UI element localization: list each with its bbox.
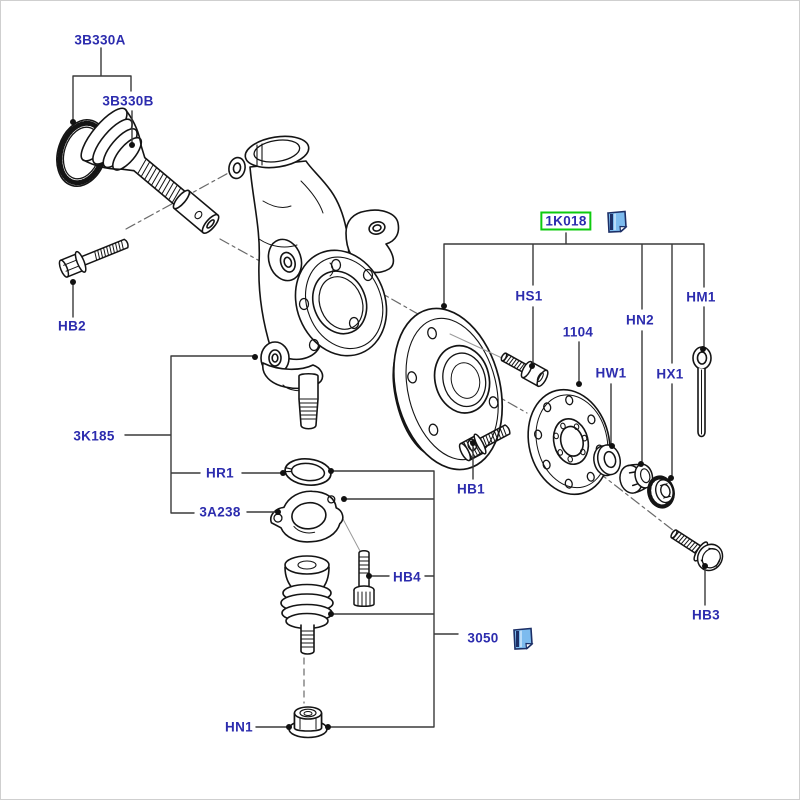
steering-knuckle-drawing — [228, 135, 400, 430]
photo-attachment-icon[interactable] — [605, 209, 631, 235]
part-label-1104[interactable]: 1104 — [562, 324, 594, 340]
nut-hn1-drawing — [288, 706, 328, 739]
bolt-hb3-drawing — [670, 529, 724, 572]
part-label-hn2[interactable]: HN2 — [626, 312, 654, 328]
photo-attachment-icon[interactable] — [511, 626, 537, 652]
nut-hn2-drawing — [619, 463, 654, 494]
part-label-3a238[interactable]: 3A238 — [199, 504, 241, 520]
hub-flange-plate-1104-drawing — [527, 388, 611, 496]
part-label-hm1[interactable]: HM1 — [686, 289, 716, 305]
callout-anchor-dots — [70, 119, 708, 730]
bolt-hb2-drawing — [58, 238, 129, 278]
part-label-3b330a[interactable]: 3B330A — [74, 32, 126, 48]
part-label-hs1[interactable]: HS1 — [515, 288, 543, 304]
part-label-hb2[interactable]: HB2 — [58, 318, 86, 334]
part-label-3k185[interactable]: 3K185 — [73, 428, 115, 444]
part-label-3050[interactable]: 3050 — [467, 630, 499, 646]
washer-hw1-drawing — [593, 444, 621, 477]
ball-joint-drawing — [280, 555, 334, 655]
part-label-hr1[interactable]: HR1 — [206, 465, 234, 481]
part-label-hb1[interactable]: HB1 — [457, 481, 485, 497]
retainer-plate-3a238-drawing — [270, 490, 344, 543]
part-label-1k018-highlighted[interactable]: 1K018 — [540, 211, 592, 231]
bolt-hb4-drawing — [353, 550, 375, 607]
part-label-3b330b[interactable]: 3B330B — [102, 93, 154, 109]
wheel-hub-drawing — [392, 307, 504, 471]
part-label-hb3[interactable]: HB3 — [692, 607, 720, 623]
part-label-hw1[interactable]: HW1 — [595, 365, 627, 381]
part-label-hx1[interactable]: HX1 — [656, 366, 684, 382]
cotter-pin-hm1-drawing — [692, 346, 712, 438]
snap-ring-hr1-drawing — [284, 457, 332, 487]
part-label-hn1[interactable]: HN1 — [225, 719, 253, 735]
cv-joint-shaft-drawing — [80, 107, 220, 234]
bolt-hs1-drawing — [500, 352, 549, 388]
callout-leader-lines — [72, 47, 706, 728]
lock-nut-hx1-drawing — [647, 475, 675, 509]
part-label-hb4[interactable]: HB4 — [393, 569, 421, 585]
bolt-hb1-drawing — [458, 424, 511, 462]
